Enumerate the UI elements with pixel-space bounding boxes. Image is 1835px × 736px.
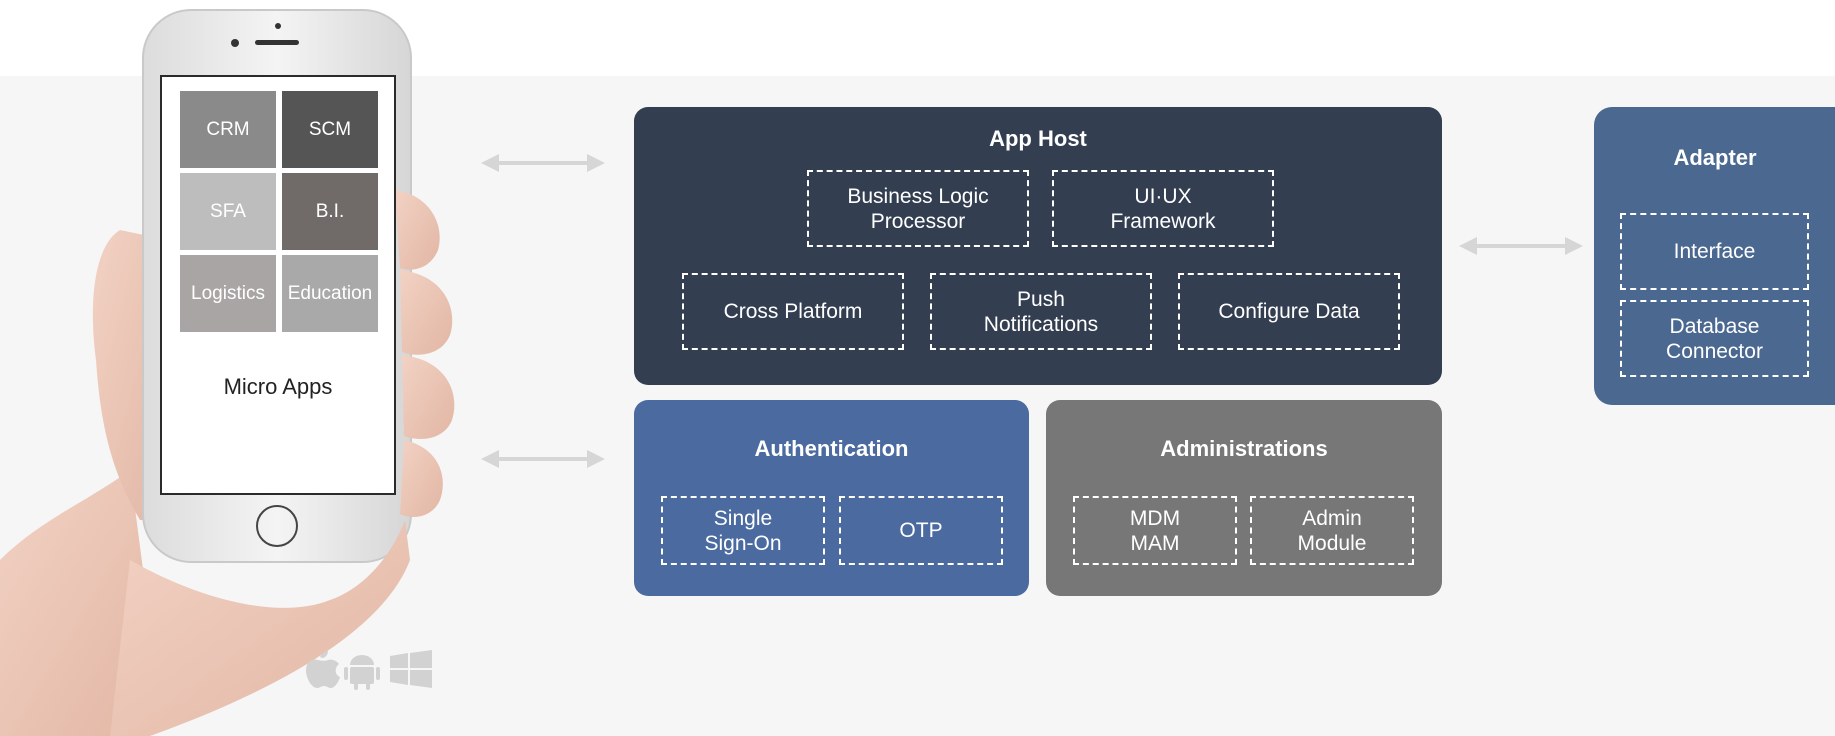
authentication-title: Authentication — [754, 436, 909, 461]
android-icon — [344, 655, 380, 690]
administrations-box: Administrations MDM MAM Admin Module — [1046, 400, 1442, 596]
admin-module: Admin Module — [1250, 496, 1414, 565]
push-notifications-module: Push Notifications — [930, 273, 1152, 350]
otp-module: OTP — [839, 496, 1003, 565]
double-arrow-bottom — [481, 450, 605, 468]
configure-data-module: Configure Data — [1178, 273, 1400, 350]
adapter-title: Adapter — [1673, 145, 1757, 170]
app-host-title: App Host — [989, 126, 1087, 151]
database-connector-module: Database Connector — [1620, 300, 1809, 377]
windows-icon — [390, 650, 432, 688]
micro-app-tile: Education — [282, 255, 378, 332]
adapter-box: Adapter Interface Database Connector — [1594, 107, 1835, 405]
mdm-mam-module: MDM MAM — [1073, 496, 1237, 565]
ui-ux-framework-module: UI·UX Framework — [1052, 170, 1274, 247]
interface-module: Interface — [1620, 213, 1809, 290]
authentication-box: Authentication Single Sign-On OTP — [634, 400, 1029, 596]
administrations-title: Administrations — [1160, 436, 1328, 461]
apple-icon — [306, 651, 340, 688]
micro-app-tile: B.I. — [282, 173, 378, 250]
micro-app-tile: SCM — [282, 91, 378, 168]
business-logic-module: Business Logic Processor — [807, 170, 1029, 247]
platform-icons — [306, 650, 432, 690]
micro-app-tile: CRM — [180, 91, 276, 168]
single-sign-on-module: Single Sign-On — [661, 496, 825, 565]
double-arrow-top — [481, 154, 605, 172]
double-arrow-adapter — [1459, 237, 1583, 255]
app-host-box: App Host Business Logic Processor UI·UX … — [634, 107, 1442, 385]
micro-apps-caption: Micro Apps — [223, 374, 333, 399]
cross-platform-module: Cross Platform — [682, 273, 904, 350]
micro-app-tile: SFA — [180, 173, 276, 250]
micro-app-tile: Logistics — [180, 255, 276, 332]
